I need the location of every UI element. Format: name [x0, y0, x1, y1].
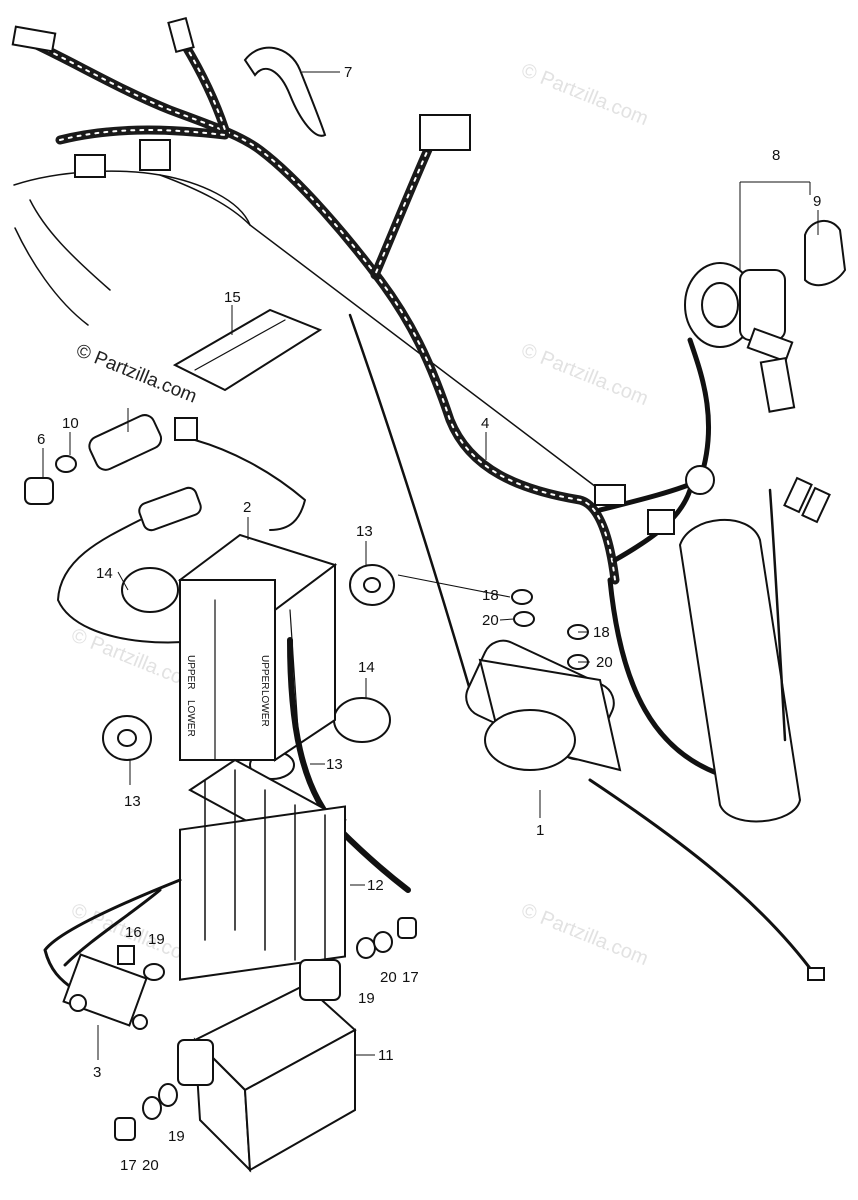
- part-2-battery: UPPER LOWER UPPER LOWER: [177, 533, 338, 762]
- callout-17b: 17: [120, 1157, 137, 1174]
- part-19-washer: [356, 937, 376, 959]
- fuse-inline: [138, 486, 202, 532]
- callout-13a: 13: [356, 523, 373, 540]
- callout-1: 1: [536, 822, 544, 839]
- part-17-bolt: [114, 1117, 136, 1141]
- part-12-battery-case: [179, 758, 347, 981]
- part-20-washer: [142, 1096, 162, 1120]
- connector-plug: [11, 25, 57, 53]
- callout-19c: 19: [168, 1128, 185, 1145]
- callout-10: 10: [62, 415, 79, 432]
- part-20-washer: [513, 611, 535, 627]
- tray-clip: [177, 1039, 214, 1086]
- terminal-lug: [783, 476, 813, 514]
- part-15-battery-strap: [172, 308, 323, 392]
- callout-14a: 14: [96, 565, 113, 582]
- callout-15: 15: [224, 289, 241, 306]
- callout-12: 12: [367, 877, 384, 894]
- spark-plug-cap: [807, 967, 825, 981]
- callout-8: 8: [772, 147, 780, 164]
- callout-6: 6: [37, 431, 45, 448]
- leader-lines: [42, 71, 819, 1060]
- fuse-holder-assembly: [24, 414, 306, 644]
- battery-label-lower: LOWER: [259, 690, 270, 727]
- watermark: © Partzilla.com: [518, 899, 651, 970]
- callout-20a: 20: [482, 612, 499, 629]
- callout-2: 2: [243, 499, 251, 516]
- part-10-fuse: [55, 455, 77, 473]
- part-3-rectifier: [43, 878, 182, 1030]
- connector-block: [139, 139, 171, 171]
- part-13-washers: [102, 564, 395, 780]
- right-side-cover: [678, 476, 831, 823]
- callout-17a: 17: [402, 969, 419, 986]
- connector-block: [419, 114, 471, 151]
- callout-18b: 18: [593, 624, 610, 641]
- connector-block: [594, 484, 626, 506]
- callout-7: 7: [344, 64, 352, 81]
- callout-14b: 14: [358, 659, 375, 676]
- part-14-cushion: [121, 567, 391, 743]
- part-7-clamp-band: [243, 46, 327, 137]
- callout-19b: 19: [358, 990, 375, 1007]
- watermark: © Partzilla.com: [518, 339, 651, 410]
- callout-4: 4: [481, 415, 489, 432]
- connector-block: [74, 154, 106, 178]
- tray-clip: [299, 959, 341, 1001]
- callout-16: 16: [125, 924, 142, 941]
- part-19-washer: [143, 963, 165, 981]
- part-9-switch-cover: [804, 220, 847, 287]
- callouts: 1 2 3 4 6 7 8 9 10 11 12 13 13 13 14 14 …: [37, 64, 821, 1174]
- callout-13c: 13: [326, 756, 343, 773]
- callout-13b: 13: [124, 793, 141, 810]
- connector-plug: [167, 16, 195, 54]
- callout-3: 3: [93, 1064, 101, 1081]
- part-6-fuse-cap: [24, 477, 54, 505]
- connector-block: [647, 509, 675, 535]
- callout-18a: 18: [482, 587, 499, 604]
- part-17-bolt: [397, 917, 417, 939]
- part-20-washer: [373, 931, 393, 953]
- battery-label-upper: UPPER: [259, 655, 270, 689]
- part-11-battery-tray: [177, 959, 357, 1173]
- ignition-key: [746, 327, 794, 363]
- callout-19a: 19: [148, 931, 165, 948]
- watermark: © Partzilla.com: [518, 59, 651, 130]
- part-16-bolt: [117, 945, 135, 965]
- fuse-clip: [174, 417, 198, 441]
- harness-connectors: [11, 16, 715, 535]
- connector-round: [685, 465, 715, 495]
- watermark-dark: © Partzilla.com: [73, 340, 200, 407]
- callout-11: 11: [378, 1047, 394, 1064]
- callout-20c: 20: [380, 969, 397, 986]
- callout-20b: 20: [596, 654, 613, 671]
- small-hardware: [114, 917, 417, 1141]
- part-8-ignition-switch: [684, 262, 796, 413]
- battery-label-upper: UPPER: [185, 655, 196, 689]
- ignition-key: [759, 356, 796, 413]
- battery-label-lower: LOWER: [185, 700, 196, 737]
- callout-20d: 20: [142, 1157, 159, 1174]
- part-18-nut: [511, 589, 533, 605]
- part-1-ignition-coil: [465, 639, 825, 981]
- terminal-lug: [801, 486, 831, 524]
- part-19-washer: [158, 1083, 178, 1107]
- callout-9: 9: [813, 193, 821, 210]
- fuse-body: [88, 414, 163, 471]
